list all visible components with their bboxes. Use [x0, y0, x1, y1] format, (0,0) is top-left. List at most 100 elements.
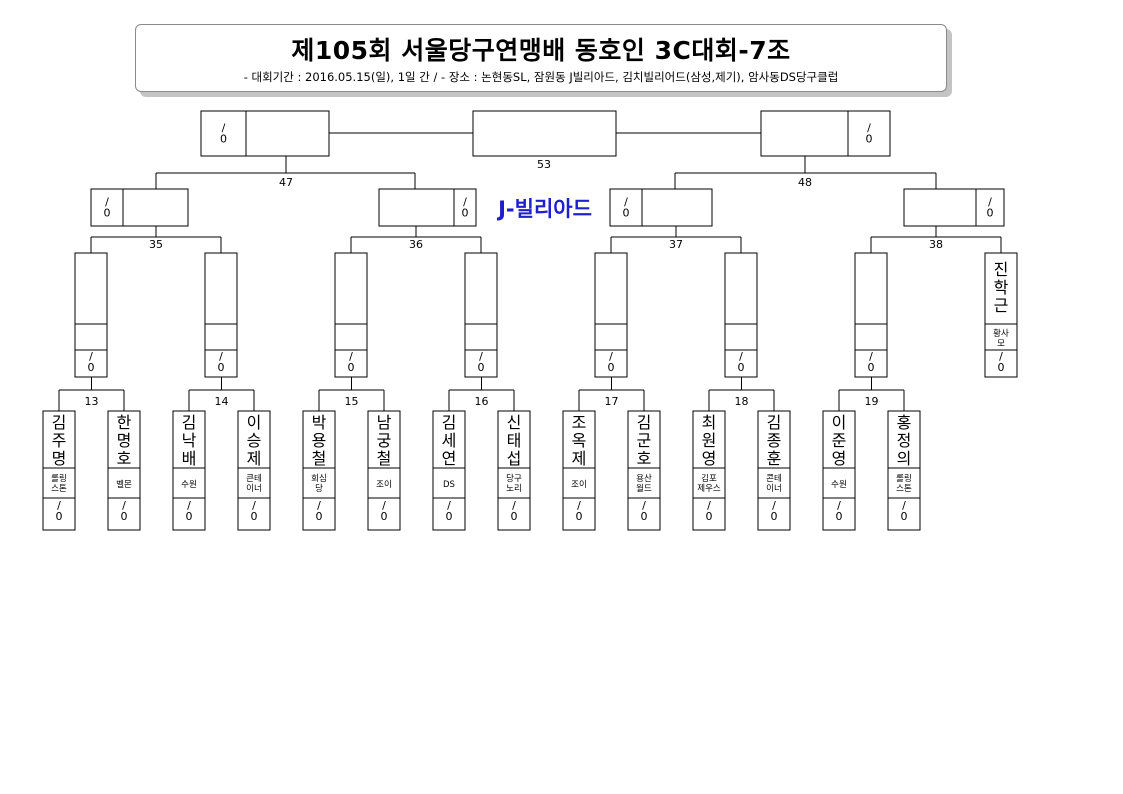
winner-box — [472, 110, 617, 157]
score-value: 0 — [186, 510, 193, 523]
player-score: /0 — [576, 499, 583, 523]
player-name-char: 조 — [572, 413, 587, 432]
player-club: 노리 — [506, 484, 522, 494]
player-name-char: 낙 — [182, 431, 197, 450]
player-club: 당 — [315, 483, 323, 494]
winner-box — [594, 252, 628, 378]
player-club: 제우스 — [697, 484, 721, 494]
player-name-char: 영 — [702, 449, 717, 468]
match-number: 36 — [409, 238, 423, 251]
score-value: / — [317, 499, 321, 512]
player-club: 조이 — [376, 479, 392, 490]
score-value: / — [222, 122, 226, 135]
match-number: 47 — [279, 176, 293, 189]
player-box — [367, 410, 401, 531]
score-value: 0 — [56, 510, 63, 523]
match-number: 14 — [215, 395, 229, 408]
player-club: 당구 — [506, 473, 522, 484]
player-box — [432, 410, 466, 531]
player-name-char: 김 — [52, 413, 67, 432]
winner-box — [854, 252, 888, 378]
player-name-char: 홍 — [897, 413, 912, 432]
player-name-char: 섭 — [507, 449, 522, 468]
score-value: / — [349, 350, 353, 363]
score-value: 0 — [901, 510, 908, 523]
score-value: 0 — [868, 361, 875, 374]
player-name-char: 용 — [312, 431, 327, 450]
match-number: 37 — [669, 238, 683, 251]
player-name-char: 최 — [702, 413, 717, 432]
score-value: 0 — [987, 207, 994, 220]
player-score: /0 — [511, 499, 518, 523]
player-name-char: 영 — [832, 449, 847, 468]
score-value: 0 — [348, 361, 355, 374]
score-value: 0 — [998, 361, 1005, 374]
player-score: /0 — [998, 350, 1005, 374]
winner-score: /0 — [88, 350, 95, 374]
score-value: 0 — [446, 510, 453, 523]
round1-winner-7 — [854, 252, 888, 378]
player-name-char: 근 — [994, 296, 1009, 315]
score-value: / — [642, 499, 646, 512]
score-value: 0 — [771, 510, 778, 523]
winner-score: /0 — [868, 350, 875, 374]
score-value: / — [105, 196, 109, 209]
score-value: 0 — [251, 510, 258, 523]
player-score: /0 — [836, 499, 843, 523]
player-name-char: 종 — [767, 431, 782, 450]
score-value: / — [867, 122, 871, 135]
player-club: 스톤 — [51, 484, 67, 494]
winner-score: /0 — [462, 196, 469, 220]
page-title: 제105회 서울당구연맹배 동호인 3C대회-7조 — [291, 36, 791, 65]
score-value: 0 — [623, 207, 630, 220]
player-club: 이너 — [766, 483, 782, 494]
player-name-char: 원 — [702, 431, 717, 450]
player-name-char: 배 — [182, 449, 197, 468]
score-value: / — [837, 499, 841, 512]
score-value: 0 — [218, 361, 225, 374]
round2-winner-4 — [903, 188, 1005, 227]
player-name-char: 김 — [442, 413, 457, 432]
score-value: / — [219, 350, 223, 363]
score-value: / — [252, 499, 256, 512]
match-number: 17 — [605, 395, 619, 408]
score-value: / — [739, 350, 743, 363]
score-value: / — [382, 499, 386, 512]
player-name-char: 주 — [52, 431, 67, 450]
round1-winner-1 — [74, 252, 108, 378]
winner-box — [378, 188, 477, 227]
round2-winner-2 — [378, 188, 477, 227]
winner-score: /0 — [220, 122, 227, 146]
player-score: /0 — [446, 499, 453, 523]
score-value: / — [122, 499, 126, 512]
winner-box — [760, 110, 891, 157]
player-name-char: 세 — [442, 431, 457, 450]
player-name-char: 남 — [377, 413, 392, 432]
winner-score: /0 — [623, 196, 630, 220]
score-value: 0 — [104, 207, 111, 220]
match-number: 35 — [149, 238, 163, 251]
match-number: 48 — [798, 176, 812, 189]
winner-score: /0 — [987, 196, 994, 220]
player-score: /0 — [771, 499, 778, 523]
player-club: 김포 — [701, 473, 717, 484]
winner-score: /0 — [866, 122, 873, 146]
player-name-char: 박 — [312, 413, 327, 432]
player-club: 조이 — [571, 479, 587, 490]
player-box — [984, 252, 1018, 378]
score-value: 0 — [576, 510, 583, 523]
match-number: 38 — [929, 238, 943, 251]
player-score: /0 — [186, 499, 193, 523]
winner-box — [903, 188, 1005, 227]
player-name-char: 명 — [117, 431, 132, 450]
player-score: /0 — [381, 499, 388, 523]
player-club: 모 — [997, 339, 1005, 349]
player-box — [757, 410, 791, 531]
round1-winner-3 — [334, 252, 368, 378]
player-name-char: 호 — [117, 449, 132, 468]
